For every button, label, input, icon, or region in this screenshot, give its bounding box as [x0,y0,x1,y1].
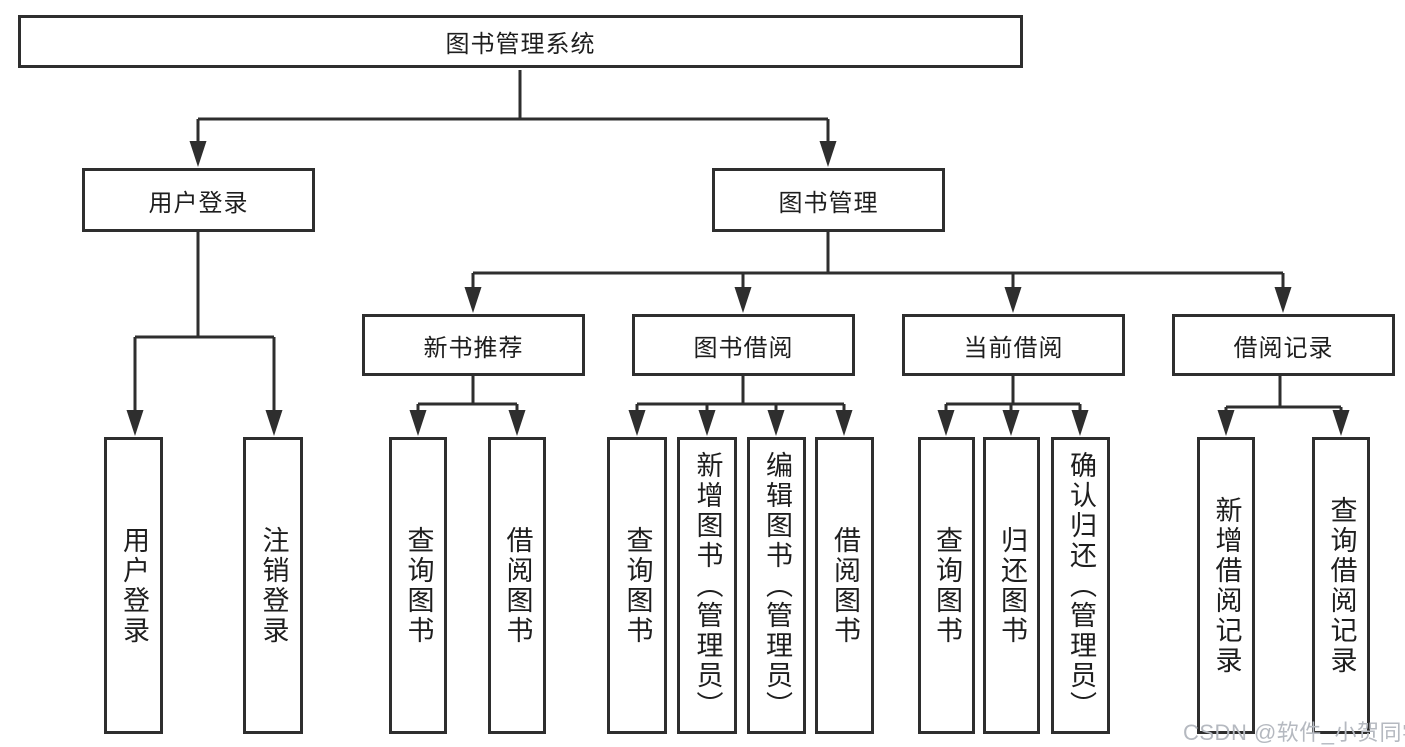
node-book-management-label: 图书管理 [778,189,879,217]
leaf-query-borrow-record: 查询借阅记录 [1312,437,1370,734]
leaf-add-borrow-record: 新增借阅记录 [1197,437,1255,734]
node-book-borrow: 图书借阅 [632,314,855,376]
node-borrow-record: 借阅记录 [1172,314,1395,376]
arrowheads [126,141,1350,436]
leaf-return-book: 归还图书 [983,437,1040,734]
leaf-user-login: 用户登录 [104,437,163,734]
leaf-add-borrow-record-label: 新增借阅记录 [1211,495,1242,676]
leaf-recommend-borrow-books-label: 借阅图书 [502,525,533,646]
leaf-recommend-query-books-label: 查询图书 [403,525,434,646]
leaf-recommend-query-books: 查询图书 [389,437,447,734]
node-new-book-recommend-label: 新书推荐 [423,334,524,362]
leaf-edit-book-admin-label: 编辑图书（管理员） [762,450,793,721]
node-current-borrow-label: 当前借阅 [963,334,1064,362]
leaf-query-borrow-record-label: 查询借阅记录 [1326,495,1357,676]
leaf-current-query-books-label: 查询图书 [932,525,963,646]
leaf-add-book-admin: 新增图书（管理员） [677,437,737,734]
node-user-login-label: 用户登录 [148,189,249,217]
leaf-edit-book-admin: 编辑图书（管理员） [747,437,806,734]
leaf-user-login-label: 用户登录 [119,525,150,646]
leaf-return-book-label: 归还图书 [997,525,1028,646]
leaf-current-query-books: 查询图书 [918,437,975,734]
leaf-borrow-books-label: 借阅图书 [830,525,861,646]
leaf-confirm-return-admin-label: 确认归还（管理员） [1066,450,1097,721]
node-borrow-record-label: 借阅记录 [1233,334,1334,362]
leaf-recommend-borrow-books: 借阅图书 [488,437,546,734]
node-root-label: 图书管理系统 [445,31,596,58]
node-book-borrow-label: 图书借阅 [693,334,794,362]
node-book-management: 图书管理 [712,168,945,232]
leaf-borrow-query-books: 查询图书 [607,437,667,734]
leaf-logout-login: 注销登录 [243,437,303,734]
leaf-logout-login-label: 注销登录 [258,525,289,646]
leaf-confirm-return-admin: 确认归还（管理员） [1051,437,1110,734]
node-user-login: 用户登录 [82,168,315,232]
node-current-borrow: 当前借阅 [902,314,1125,376]
leaf-borrow-query-books-label: 查询图书 [622,525,653,646]
csdn-watermark: CSDN @软件_小贺同学 [1183,720,1405,745]
leaf-borrow-books: 借阅图书 [815,437,874,734]
node-root: 图书管理系统 [18,15,1023,68]
node-new-book-recommend: 新书推荐 [362,314,585,376]
leaf-add-book-admin-label: 新增图书（管理员） [692,450,723,721]
